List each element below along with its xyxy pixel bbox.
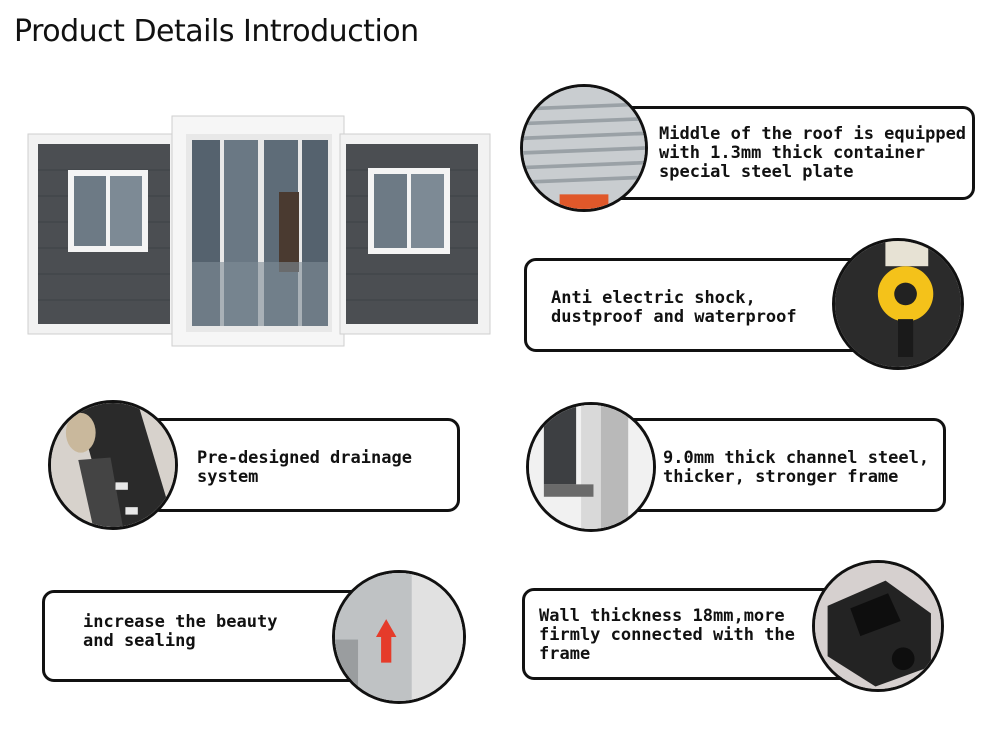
feature-roof-text: Middle of the roof is equipped with 1.3m… [659,124,967,182]
feature-channel-steel-text: 9.0mm thick channel steel, thicker, stro… [663,448,930,487]
feature-drainage-box: Pre-designed drainage system [148,418,460,512]
feature-drainage-text: Pre-designed drainage system [197,448,412,487]
feature-roof-box: Middle of the roof is equipped with 1.3m… [600,106,975,200]
interior-corner-icon [332,570,466,704]
expandable-house-image [24,112,492,350]
page-title: Product Details Introduction [14,14,419,49]
corner-casting-icon [812,560,944,692]
drainage-icon [48,400,178,530]
feature-beauty-box: increase the beauty and sealing [42,590,364,682]
feature-channel-steel-box: 9.0mm thick channel steel, thicker, stro… [600,418,946,512]
electric-socket-icon [832,238,964,370]
feature-electric-text: Anti electric shock, dustproof and water… [551,288,797,327]
feature-wall-thickness-box: Wall thickness 18mm,more firmly connecte… [522,588,852,680]
feature-beauty-text: increase the beauty and sealing [83,612,278,651]
channel-steel-icon [526,402,656,532]
roof-steel-plate-icon [520,84,648,212]
feature-electric-box: Anti electric shock, dustproof and water… [524,258,884,352]
feature-wall-thickness-text: Wall thickness 18mm,more firmly connecte… [539,606,795,664]
